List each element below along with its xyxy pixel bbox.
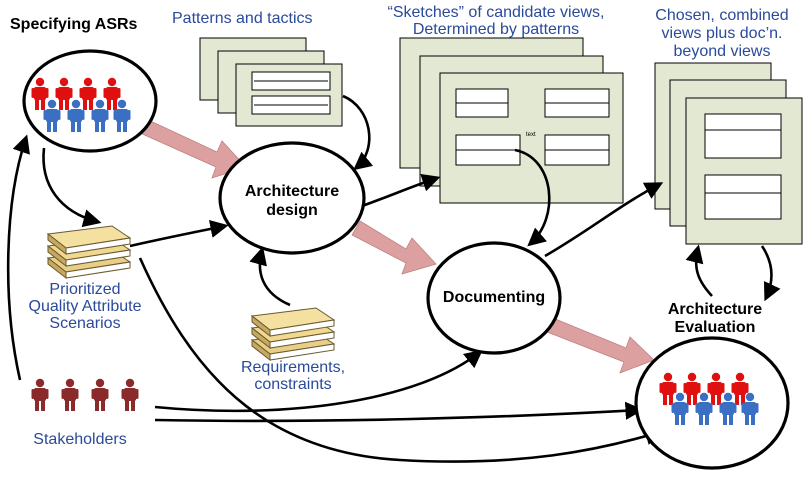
stakeholders-people [31,378,139,411]
quality-scenarios-label-line3: Scenarios [49,315,121,332]
documenting-node [426,241,562,355]
chosen-views-document-stack [654,62,803,245]
arrow-documenting-to-chosen [544,182,664,258]
flow-arrow-documenting-to-evaluation [541,315,655,374]
architecture-design-label-line2: design [266,202,318,219]
requirements-book-stack [250,307,336,362]
quality-scenarios-book-stack [46,225,132,280]
arrow-design-to-sketches [361,173,441,208]
arrow-scenarios-to-evaluation [138,257,664,463]
quality-scenarios-label-line2: Quality Attribute [28,298,142,315]
arrow-stakeholders-to-asrs [6,134,30,381]
arrow-sketches-to-documenting [514,148,551,247]
chosen-views-label-line1: Chosen, combined [655,7,789,24]
requirements-label-line1: Requirements, [240,359,346,376]
flow-arrows [137,117,655,374]
process-nodes [22,49,790,470]
arrow-chosen-to-eval [760,245,781,302]
patterns-tactics-label: Patterns and tactics [172,10,313,27]
arrow-stakeholders-to-evaluation [154,401,644,423]
sketches-label-line2: Determined by patterns [412,21,580,38]
architecture-evaluation-label-line1: Architecture [667,301,763,318]
arrow-stakeholders-to-documenting [154,349,483,413]
architecture-design-label-line1: Architecture [244,183,340,200]
chosen-views-label-line3: beyond views [673,43,771,60]
chosen-views-label-line2: views plus doc’n. [661,25,783,42]
architecture-design-node [218,141,366,255]
flow-arrow-design-to-documenting [351,220,437,275]
documenting-label: Documenting [442,289,546,306]
stakeholders-label: Stakeholders [33,431,127,448]
specifying-asrs-label: Specifying ASRs [10,16,138,33]
requirements-label-line2: constraints [254,376,332,393]
connector-arrows [6,94,781,463]
patterns-document-stack [199,37,343,127]
sketches-document-stack [399,37,624,204]
arrow-eval-to-chosen [685,244,713,297]
sketch-text-label: text [526,132,536,138]
arrow-requirements-to-design [249,246,291,307]
arrow-asrs-to-scenarios [42,147,102,228]
arrow-patterns-to-design [342,94,374,171]
architecture-evaluation-label-line2: Evaluation [674,319,756,336]
quality-scenarios-label-line1: Prioritized [49,281,121,298]
sketches-label-line1: “Sketches” of candidate views, [387,4,605,21]
arrow-scenarios-to-design [129,219,229,248]
